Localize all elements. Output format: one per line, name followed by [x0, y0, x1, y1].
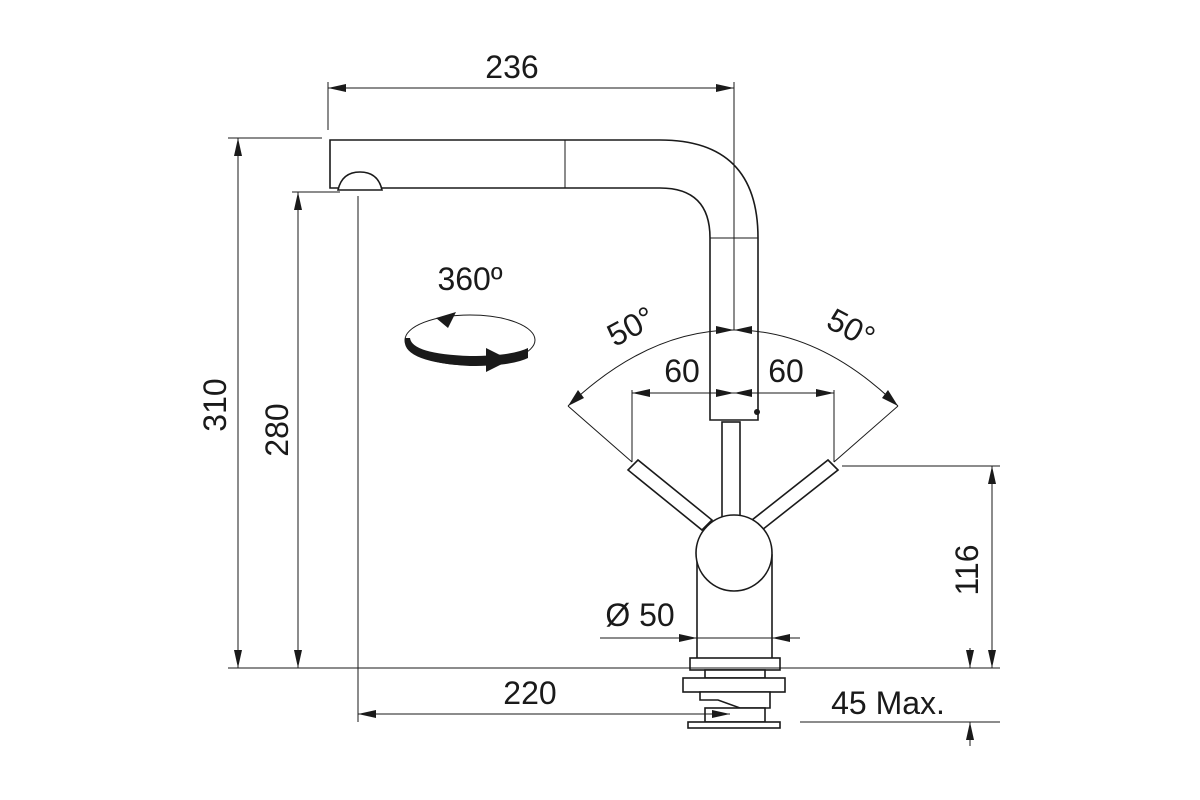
dim-310-label: 310 — [197, 378, 233, 431]
dim-220-label: 220 — [503, 675, 556, 711]
dim-spout-height: 280 — [259, 191, 340, 668]
lever-indicator-dot — [754, 409, 760, 415]
handle-ball — [695, 514, 773, 592]
lever-stem — [721, 421, 741, 528]
dim-base-diameter: Ø 50 — [600, 597, 800, 642]
spout-nozzle — [337, 171, 383, 191]
rotation-label: 360º — [437, 261, 502, 297]
faucet-body — [329, 139, 840, 729]
dim-spout-reach-bottom: 220 — [357, 196, 730, 722]
dim-total-height: 310 — [197, 137, 322, 668]
dim-lever-offsets: 60 60 — [631, 353, 835, 462]
lever-left — [626, 458, 714, 532]
mount-plate — [682, 677, 786, 693]
mount-washer — [687, 721, 781, 729]
dim-60-right-label: 60 — [768, 353, 804, 389]
mount-bracket — [699, 691, 771, 709]
dim-spout-reach-top: 236 — [327, 49, 735, 330]
dim-diameter-label: Ø 50 — [605, 597, 674, 633]
rotation-arrowhead-back — [436, 312, 456, 328]
angle-left-label: 50° — [601, 299, 661, 354]
lever-right — [750, 458, 840, 532]
angle-right-label: 50° — [821, 301, 881, 356]
dim-60-left-label: 60 — [664, 353, 700, 389]
rotation-arrow-icon — [404, 338, 528, 366]
dim-deck-thickness: 45 Max. — [800, 648, 1000, 746]
dim-280-label: 280 — [259, 403, 295, 456]
dim-handle-height: 116 — [842, 465, 1000, 668]
rotation-symbol: 360º — [404, 261, 536, 372]
dim-45max-label: 45 Max. — [831, 685, 945, 721]
mount-nut-top — [704, 669, 766, 679]
dim-116-label: 116 — [949, 544, 985, 595]
rotation-arrowhead-front — [486, 348, 510, 372]
dim-236-label: 236 — [485, 49, 538, 85]
